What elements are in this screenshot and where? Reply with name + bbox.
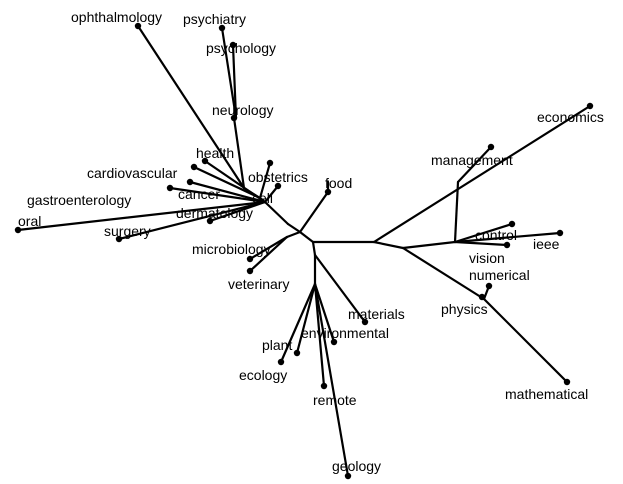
tree-edge <box>136 24 246 190</box>
leaf-label-control: control <box>475 227 517 243</box>
tree-edge <box>248 235 289 273</box>
leaf-label-vision: vision <box>469 250 505 266</box>
leaf-label-psychiatry: psychiatry <box>183 11 246 27</box>
tree-edge <box>313 282 336 344</box>
tree-edge <box>258 161 272 200</box>
leaf-label-materials: materials <box>348 306 405 322</box>
tree-edge <box>482 297 569 384</box>
tree-edge <box>286 222 302 234</box>
leaf-label-management: management <box>431 152 513 168</box>
leaf-node-mathematical <box>563 378 571 386</box>
leaf-label-numerical: numerical <box>469 267 530 283</box>
tree-edge <box>16 200 267 232</box>
tree-edge <box>401 240 457 250</box>
leaf-node-environmental <box>330 338 338 346</box>
tree-edge <box>117 200 267 241</box>
tree-edge <box>401 246 486 301</box>
tree-edge <box>456 145 493 184</box>
leaf-node-ophthalmology <box>134 22 142 30</box>
leaf-label-food: food <box>325 175 352 191</box>
leaf-nodes <box>14 22 594 480</box>
tree-edge <box>263 184 280 204</box>
tree-edge <box>298 230 315 244</box>
tree-edge <box>311 240 317 257</box>
tree-edge <box>372 240 405 250</box>
tree-edge <box>192 165 262 200</box>
tree-edge <box>298 190 330 234</box>
leaf-node-surgery <box>115 235 123 243</box>
leaf-label-economics: economics <box>537 109 604 125</box>
leaf-node-psychiatry <box>218 24 226 32</box>
tree-edge <box>263 200 290 226</box>
leaf-node-control <box>508 220 516 228</box>
leaf-label-oral: oral <box>18 213 41 229</box>
tree-edge <box>453 180 460 244</box>
leaf-label-surgery: surgery <box>104 223 151 239</box>
tree-edge <box>220 26 238 120</box>
leaf-label-environmental: environmental <box>301 325 389 341</box>
tree-edge <box>188 180 267 204</box>
tree-edge <box>313 282 326 388</box>
leaf-label-geology: geology <box>332 458 381 474</box>
tree-edge <box>313 282 350 478</box>
tree-edge <box>453 240 509 247</box>
leaf-label-mathematical: mathematical <box>505 386 588 402</box>
leaf-label-physics: physics <box>441 301 488 317</box>
leaf-node-management <box>487 143 495 151</box>
leaf-label-ieee: ieee <box>533 236 560 252</box>
tree-edge <box>295 282 317 355</box>
leaf-label-obstetrics: obstetrics <box>248 169 308 185</box>
tree-edge <box>453 231 562 244</box>
leaf-label-ecology: ecology <box>239 367 287 383</box>
leaf-node-gastroenterology <box>166 184 174 192</box>
leaf-node-cancer <box>186 178 194 186</box>
tree-edge <box>279 282 317 364</box>
leaf-label-neurology: neurology <box>212 102 274 118</box>
leaf-label-cell: cell <box>252 190 273 206</box>
leaf-node-psychology <box>229 41 237 49</box>
leaf-node-physics <box>478 293 486 301</box>
leaf-node-vision <box>503 241 511 249</box>
tree-edge <box>232 116 246 190</box>
tree-edge <box>453 222 514 244</box>
leaf-node-health <box>201 157 209 165</box>
tree-edge <box>372 104 592 244</box>
leaf-node-microbiology <box>246 255 254 263</box>
tree-edges <box>16 24 592 478</box>
leaf-node-obstetrics <box>266 159 274 167</box>
leaf-label-dermatology: dermatology <box>176 205 253 221</box>
leaf-node-materials <box>361 318 369 326</box>
tree-edge <box>231 43 238 120</box>
leaf-node-ieee <box>556 229 564 237</box>
leaf-node-neurology <box>230 114 238 122</box>
leaf-node-economics <box>586 102 594 110</box>
leaf-node-veterinary <box>246 267 254 275</box>
leaf-node-geology <box>344 472 352 480</box>
leaf-label-gastroenterology: gastroenterology <box>27 192 131 208</box>
tree-edge <box>248 235 289 261</box>
leaf-node-cell <box>274 182 282 190</box>
tree-edge <box>168 186 267 204</box>
leaf-label-veterinary: veterinary <box>228 276 289 292</box>
leaf-label-cardiovascular: cardiovascular <box>87 165 178 181</box>
leaf-labels: ophthalmology psychiatry psychology neurolo… <box>18 9 604 474</box>
leaf-label-health: health <box>196 145 234 161</box>
leaf-label-psychology: psychology <box>206 40 276 56</box>
leaf-node-oral <box>14 226 22 234</box>
leaf-node-food <box>324 188 332 196</box>
leaf-node-plant <box>293 349 301 357</box>
leaf-label-microbiology: microbiology <box>192 241 271 257</box>
leaf-node-ecology <box>277 358 285 366</box>
tree-edge <box>313 253 367 324</box>
leaf-label-plant: plant <box>262 337 292 353</box>
leaf-label-remote: remote <box>313 392 357 408</box>
leaf-label-ophthalmology: ophthalmology <box>71 9 162 25</box>
tree-edge <box>285 230 302 239</box>
leaf-node-cardiovascular <box>190 163 198 171</box>
leaf-node-remote <box>320 382 328 390</box>
leaf-node-dermatology <box>206 217 214 225</box>
leaf-label-cancer: cancer <box>178 186 220 202</box>
leaf-node-numerical <box>485 282 493 290</box>
